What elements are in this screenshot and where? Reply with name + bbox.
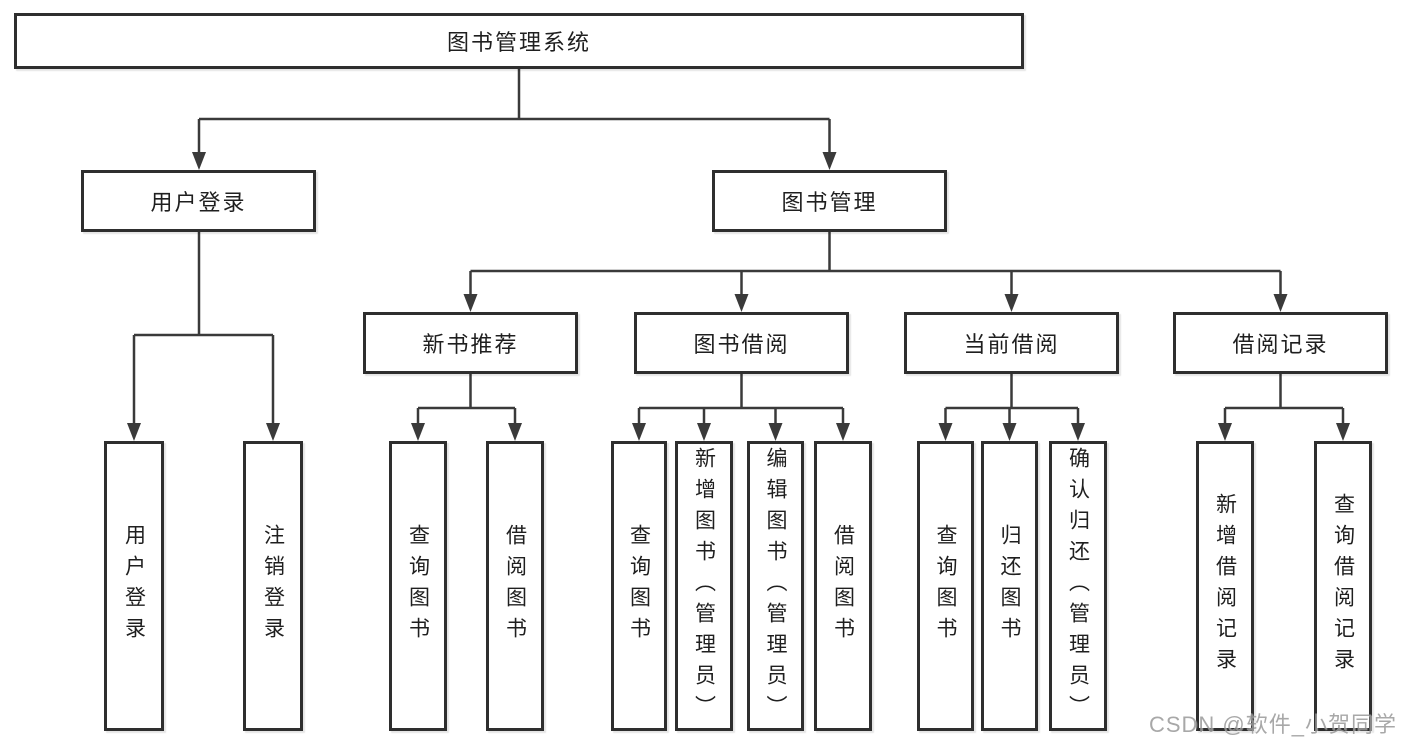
node-new-book-recommend: 新书推荐 [363, 312, 578, 374]
leaf-return-books: 归还图书 [981, 441, 1038, 731]
leaf-add-book-admin: 新增图书（管理员） [675, 441, 733, 731]
leaf-confirm-return-admin: 确认归还（管理员） [1049, 441, 1107, 731]
leaf-logout: 注销登录 [243, 441, 303, 731]
node-user-login: 用户登录 [81, 170, 316, 232]
leaf-user-login: 用户登录 [104, 441, 164, 731]
node-book-management: 图书管理 [712, 170, 947, 232]
csdn-watermark: CSDN @软件_小贺同学 [1148, 712, 1397, 737]
leaf-query-books-current: 查询图书 [917, 441, 974, 731]
leaf-query-books-borrow: 查询图书 [611, 441, 667, 731]
leaf-borrow-books: 借阅图书 [814, 441, 872, 731]
node-borrow-records: 借阅记录 [1173, 312, 1388, 374]
leaf-query-books-recommend: 查询图书 [389, 441, 447, 731]
node-book-borrow: 图书借阅 [634, 312, 849, 374]
leaf-edit-book-admin: 编辑图书（管理员） [747, 441, 804, 731]
leaf-add-borrow-record: 新增借阅记录 [1196, 441, 1254, 731]
leaf-query-borrow-record: 查询借阅记录 [1314, 441, 1372, 731]
node-library-management-system: 图书管理系统 [14, 13, 1024, 69]
node-current-borrow: 当前借阅 [904, 312, 1119, 374]
leaf-borrow-books-recommend: 借阅图书 [486, 441, 544, 731]
